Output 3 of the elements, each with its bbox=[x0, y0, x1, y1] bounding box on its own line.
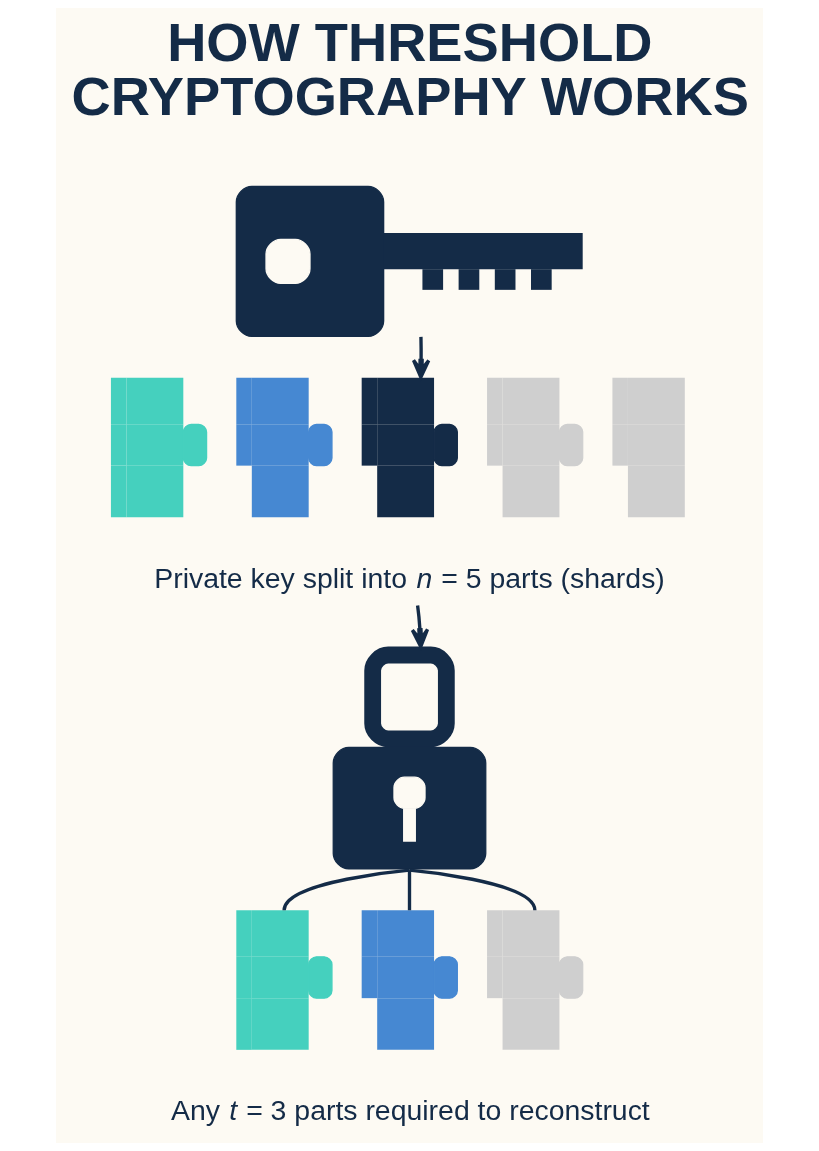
node-text: Private key split into n = 5 parts (shards) bbox=[154, 561, 665, 594]
label: Any t = 3 parts required to reconstruct bbox=[171, 1094, 650, 1127]
diagram-title: HOW THRESHOLD CRYPTOGRAPHY WORKS bbox=[71, 11, 749, 127]
